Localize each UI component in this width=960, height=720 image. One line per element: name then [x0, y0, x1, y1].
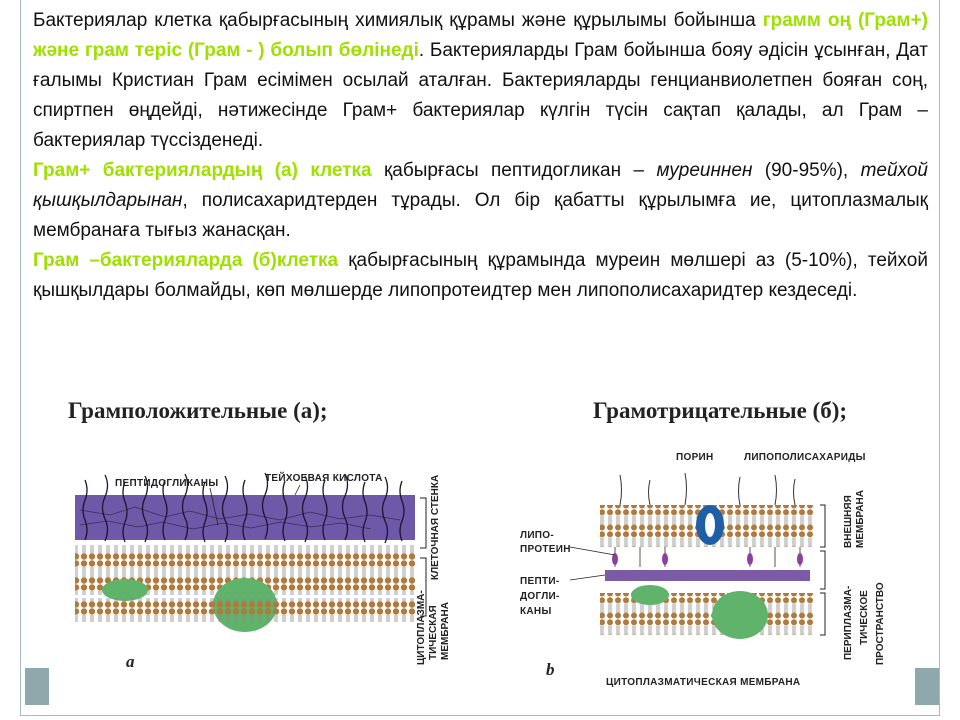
- figure-right-title: Грамотрицательные (б);: [593, 398, 848, 423]
- label-periplasm-3: ПРОСТРАНСТВО: [875, 582, 886, 665]
- p1-highlight: грамм оң (Грам+) және грам теріс (Грам -…: [33, 10, 928, 61]
- paragraph-2: Грам+ бактериялардың (а) клетка қабырғас…: [33, 156, 928, 246]
- label-cytoplasmic-membrane: ЦИТОПЛАЗМАТИЧЕСКАЯ МЕМБРАНА: [606, 677, 801, 688]
- label-peptidoglycans: ПЕПТИДОГЛИКАНЫ: [115, 478, 219, 489]
- p2-text-d: (90-95%),: [752, 160, 861, 181]
- label-periplasm-1: ПЕРИПЛАЗМА-: [843, 585, 854, 660]
- label-peptidoglycans-1: ПЕПТИ-: [520, 576, 560, 587]
- gram-positive-diagram: [75, 472, 427, 632]
- paragraph-3: Грам –бактерияларда (б)клетка қабырғасын…: [33, 246, 928, 306]
- label-outer-membrane-1: ВНЕШНЯЯ: [843, 495, 854, 548]
- corner-decoration-right: [915, 668, 939, 705]
- p2-italic-teichoic: тейхой қышқылдарынан: [33, 160, 928, 211]
- label-cell-wall: КЛЕТОЧНАЯ СТЕНКА: [430, 474, 441, 580]
- gram-negative-diagram: [569, 472, 826, 639]
- p2-text-f: , полисахаридтерден тұрады. Ол бір қабат…: [33, 190, 928, 241]
- label-porin: ПОРИН: [676, 452, 714, 463]
- p2-text-b: қабырғасы пептидогликан –: [371, 160, 657, 181]
- figure-right-sublabel: b: [546, 660, 555, 679]
- label-cytoplasmic-1: ЦИТОПЛАЗМА-: [416, 590, 427, 665]
- label-peptidoglycans-3: КАНЫ: [520, 606, 552, 617]
- label-lipoprotein-2: ПРОТЕИН: [520, 544, 571, 555]
- figure-left-sublabel: a: [126, 652, 135, 671]
- p1-text-c: . Бактерияларды Грам бойынша бояу әдісін…: [33, 40, 928, 151]
- label-cytoplasmic-3: МЕМБРАНА: [440, 602, 451, 660]
- p2-italic-murein: муреиннен: [656, 160, 753, 181]
- label-lipopolysaccharides: ЛИПОПОЛИСАХАРИДЫ: [744, 452, 866, 463]
- p3-highlight: Грам –бактерияларда (б)клетка: [33, 250, 339, 271]
- p2-highlight: Грам+ бактериялардың (а) клетка: [33, 160, 372, 181]
- paragraph-1: Бактериялар клетка қабырғасының химиялық…: [33, 6, 928, 156]
- label-lipoprotein-1: ЛИПО-: [520, 530, 554, 541]
- label-peptidoglycans-2: ДОГЛИ-: [520, 591, 560, 602]
- slide-frame: [20, 0, 940, 716]
- main-text: Бактериялар клетка қабырғасының химиялық…: [33, 6, 928, 306]
- label-outer-membrane-2: МЕМБРАНА: [855, 490, 866, 548]
- label-teichoic-acid: ТЕЙХОЕВАЯ КИСЛОТА: [265, 473, 383, 484]
- corner-decoration-left: [25, 668, 49, 705]
- label-cytoplasmic-2: ТИЧЕСКАЯ: [428, 605, 439, 660]
- p3-text-b: қабырғасының құрамында муреин мөлшері аз…: [33, 250, 928, 301]
- label-periplasm-2: ТИЧЕСКОЕ: [859, 590, 870, 645]
- p1-text-a: Бактериялар клетка қабырғасының химиялық…: [33, 10, 763, 31]
- figure-left-title: Грамположительные (а);: [68, 398, 328, 423]
